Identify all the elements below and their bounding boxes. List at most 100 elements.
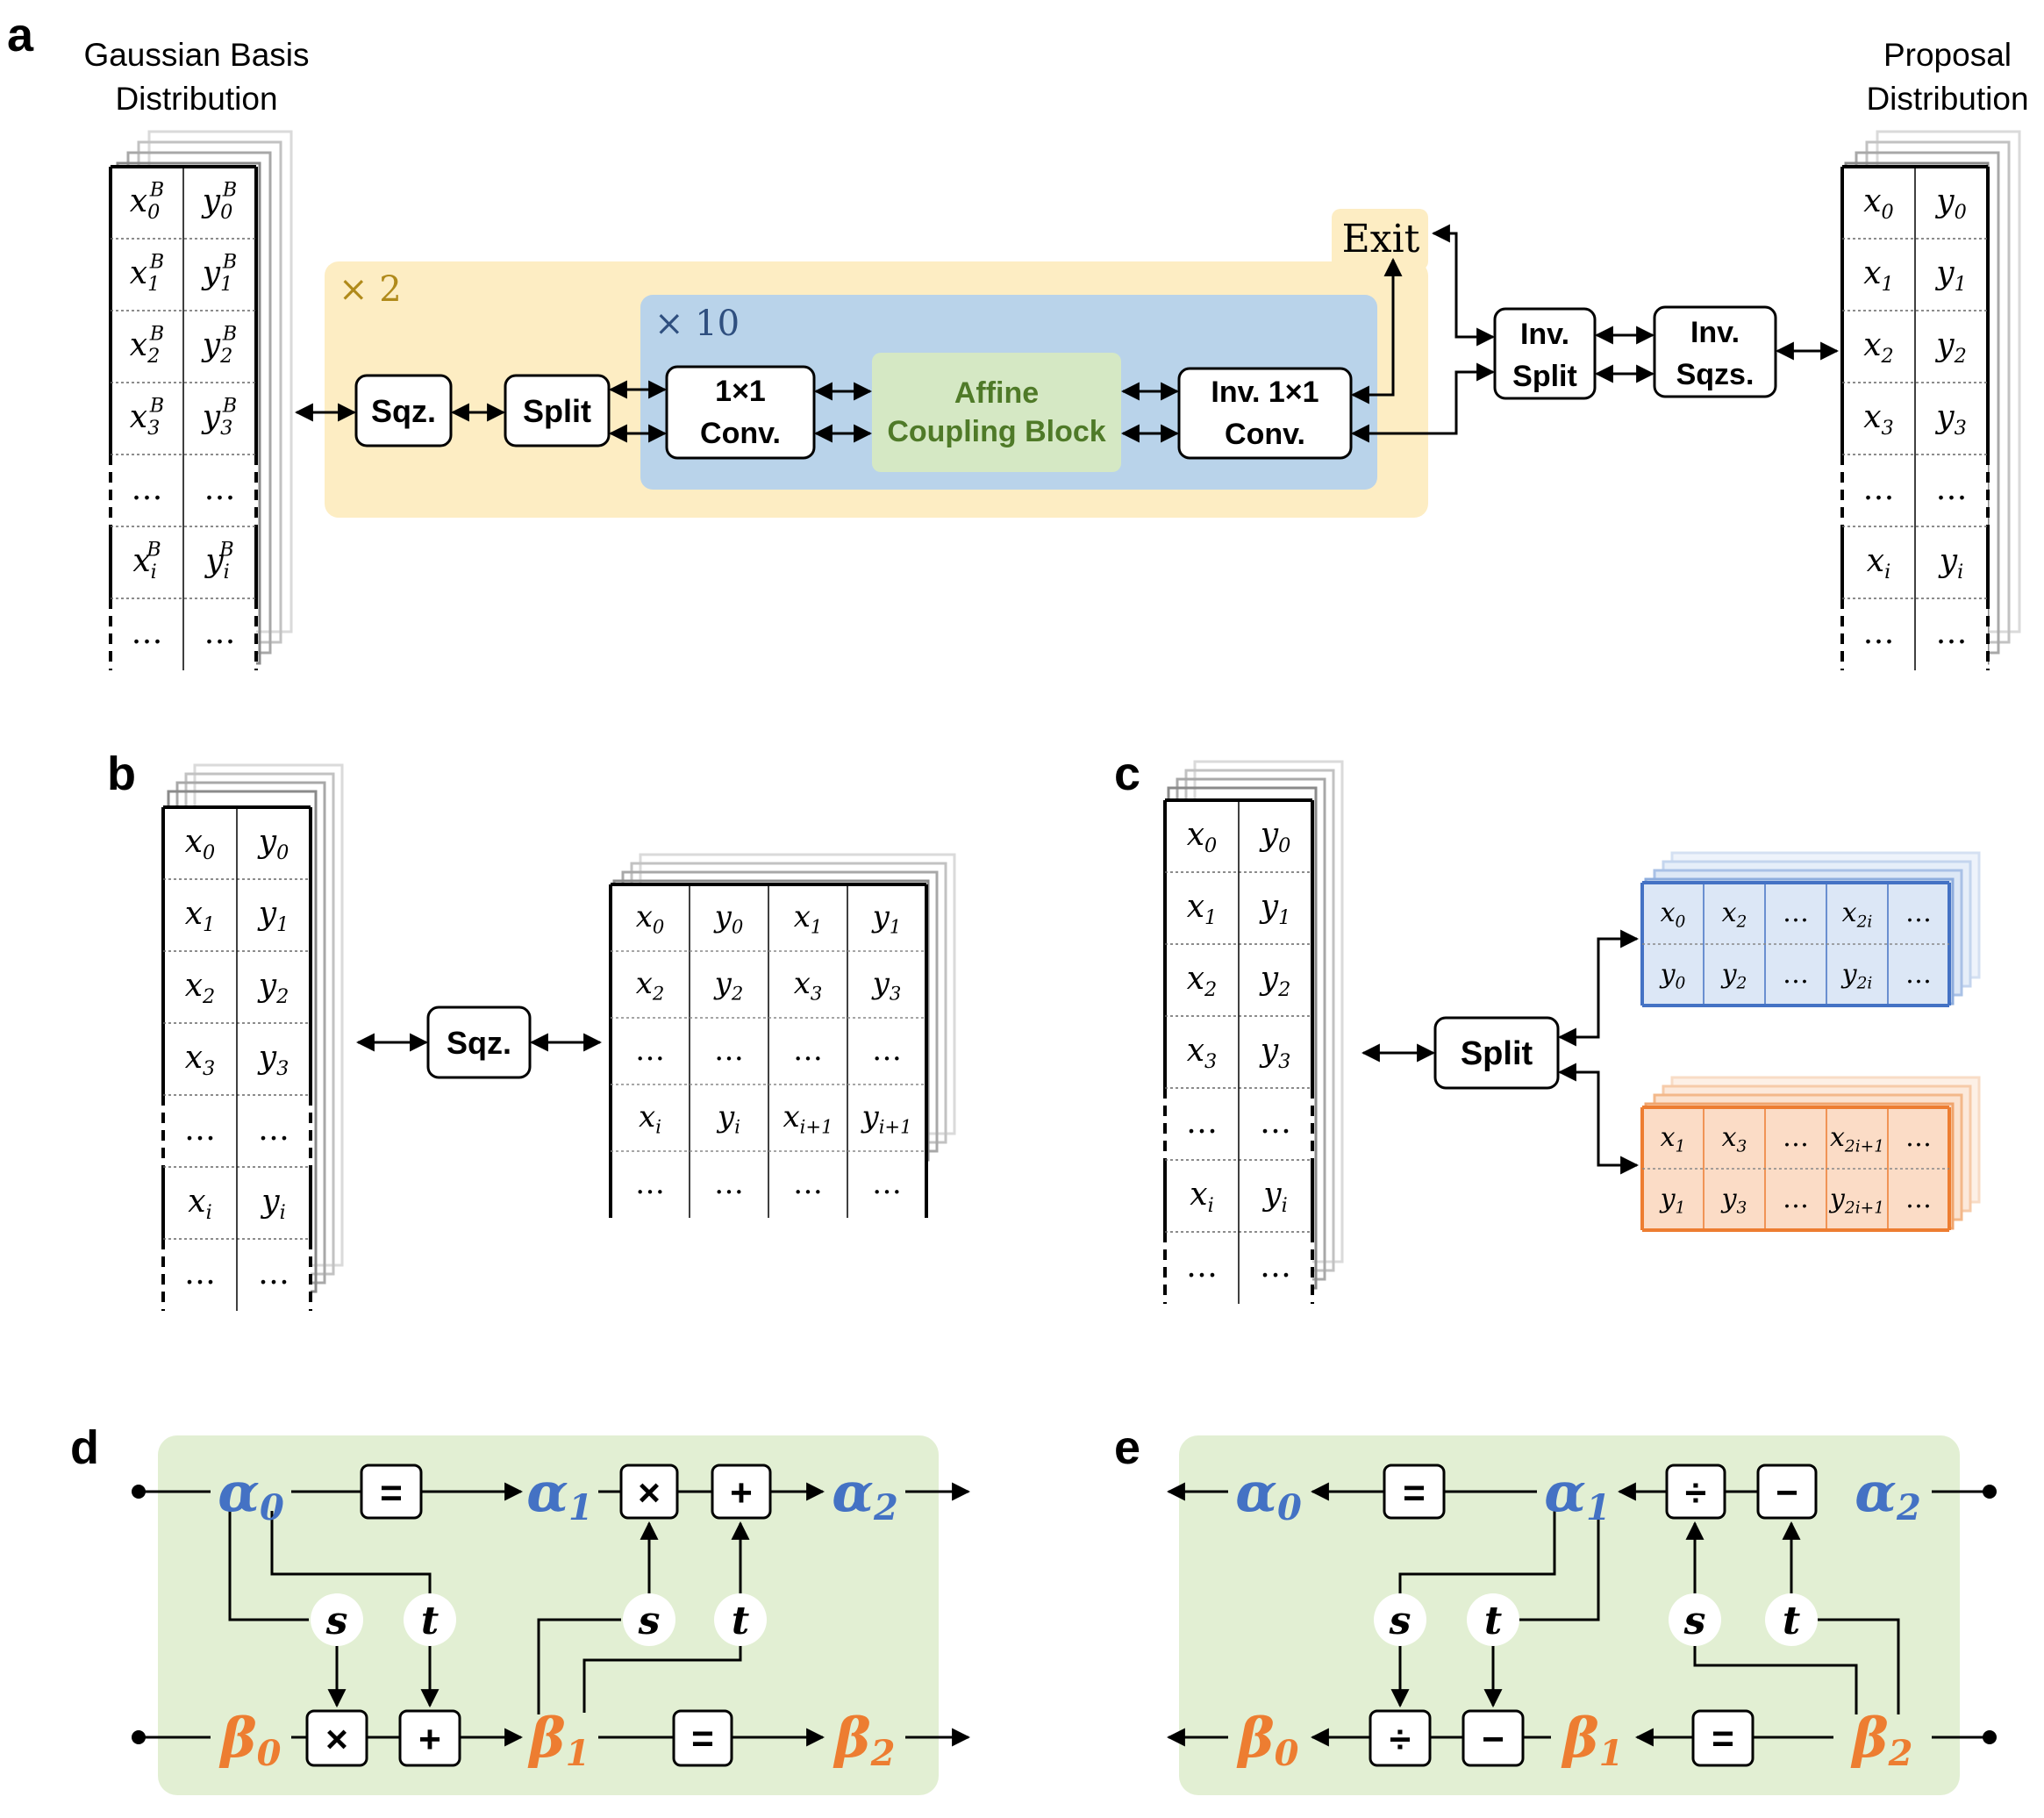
- table-cell: x1: [1661, 1122, 1686, 1156]
- table-cell: …: [1260, 1249, 1291, 1285]
- e-coupling-background: [1179, 1435, 1960, 1795]
- outer-repeat-label: × 2: [339, 269, 402, 310]
- table-cell: …: [1260, 1105, 1291, 1141]
- table-cell: y1: [1659, 1184, 1686, 1218]
- svg-text:s: s: [325, 1599, 348, 1643]
- affine-coupling-block: Affine Coupling Block: [872, 353, 1121, 472]
- table-cell: y1B: [201, 251, 237, 296]
- table-cell: y0: [1259, 817, 1291, 857]
- invsqzs-label-line1: Inv.: [1690, 316, 1740, 349]
- table-cell: …: [1905, 898, 1932, 928]
- panel-a-arrows: [294, 224, 1840, 443]
- svg-text:t: t: [1783, 1599, 1800, 1643]
- table-cell: …: [1186, 1249, 1218, 1285]
- table-cell: x0: [1187, 817, 1218, 857]
- panel-d: α0 α1 α2 β0 β1 β2 = × + × + = s t s t: [132, 1435, 971, 1795]
- svg-text:t: t: [421, 1599, 439, 1643]
- e-beta2: β2: [1850, 1706, 1912, 1774]
- e-s-node-right: s: [1669, 1593, 1721, 1646]
- table-cell: x2B: [130, 323, 164, 368]
- table-cell: x2i: [1842, 898, 1873, 932]
- table-cell: xi: [639, 1099, 661, 1137]
- table-cell: x1: [1187, 889, 1218, 929]
- svg-text:×: ×: [325, 1718, 348, 1761]
- proposal-title-line2: Distribution: [1866, 81, 2028, 117]
- table-cell: y3: [1934, 399, 1967, 440]
- table-cell: …: [872, 1166, 902, 1201]
- d-mul-bottom: ×: [305, 1709, 368, 1767]
- e-sub-bottom: −: [1462, 1709, 1525, 1767]
- table-cell: …: [1863, 615, 1895, 651]
- table-cell: xiB: [132, 539, 161, 583]
- d-beta2: β2: [833, 1706, 895, 1774]
- table-cell: …: [1783, 898, 1809, 928]
- table-cell: yi+1: [860, 1099, 911, 1137]
- d-t-node-left: t: [404, 1593, 456, 1646]
- table-cell: …: [204, 615, 236, 651]
- invconv-label-line1: Inv. 1×1: [1211, 376, 1319, 409]
- d-s-node-right: s: [623, 1593, 675, 1646]
- svg-text:s: s: [1389, 1599, 1412, 1643]
- table-cell: y3B: [201, 395, 237, 440]
- d-alpha2: α2: [832, 1460, 898, 1528]
- table-cell: x0: [1661, 898, 1686, 932]
- table-cell: x3: [185, 1040, 216, 1080]
- invsqzs-label-line2: Sqzs.: [1676, 358, 1755, 391]
- conv-1x1-block: 1×1 Conv.: [665, 365, 816, 460]
- svg-text:=: =: [691, 1717, 714, 1760]
- exit-tab: [1332, 209, 1428, 270]
- e-sub-top: −: [1756, 1464, 1818, 1520]
- panel-label-b: b: [107, 748, 136, 800]
- svg-text:t: t: [1484, 1599, 1502, 1643]
- c-split-label: Split: [1461, 1035, 1533, 1072]
- table-cell: x2: [1863, 327, 1894, 368]
- table-cell: x0: [185, 824, 216, 864]
- d-beta1: β1: [527, 1706, 590, 1774]
- e-div-top: ÷: [1665, 1464, 1726, 1520]
- table-cell: y0B: [201, 179, 237, 224]
- c-split-block: Split: [1433, 1016, 1560, 1090]
- table-cell: y2i: [1840, 959, 1873, 993]
- svg-text:+: +: [418, 1718, 441, 1761]
- split-label: Split: [523, 393, 591, 429]
- table-cell: y2B: [201, 323, 237, 368]
- d-mul-top: ×: [619, 1464, 679, 1520]
- gaussian-basis-title-line1: Gaussian Basis: [83, 37, 309, 73]
- table-cell: y1: [257, 896, 289, 936]
- table-cell: y1: [1934, 255, 1967, 296]
- table-cell: x2: [636, 966, 665, 1004]
- panel-label-d: d: [70, 1421, 99, 1474]
- d-wires: [139, 1482, 971, 1747]
- table-cell: y2i+1: [1828, 1184, 1884, 1218]
- table-cell: y2: [257, 968, 289, 1008]
- svg-text:=: =: [1403, 1471, 1426, 1514]
- table-cell: x1: [1863, 255, 1894, 296]
- table-cell: …: [204, 471, 236, 507]
- table-cell: …: [714, 1033, 744, 1068]
- d-s-node-left: s: [311, 1593, 363, 1646]
- table-cell: …: [1783, 1122, 1809, 1153]
- table-cell: x1B: [130, 251, 164, 296]
- table-cell: …: [1783, 1184, 1809, 1214]
- table-cell: …: [132, 471, 163, 507]
- e-beta0: β0: [1236, 1706, 1298, 1774]
- inner-repeat-label: × 10: [654, 304, 740, 344]
- d-add-bottom: +: [398, 1709, 461, 1767]
- invsplit-label-line1: Inv.: [1520, 318, 1569, 351]
- d-eq-bottom: =: [672, 1709, 733, 1767]
- table-cell: y3: [1720, 1184, 1747, 1218]
- d-alpha0: α0: [218, 1460, 284, 1528]
- table-cell: …: [635, 1033, 665, 1068]
- proposal-title-line1: Proposal: [1883, 37, 2012, 73]
- table-cell: x1: [794, 899, 823, 937]
- table-cell: x1: [185, 896, 216, 936]
- table-cell: y1: [1259, 889, 1291, 929]
